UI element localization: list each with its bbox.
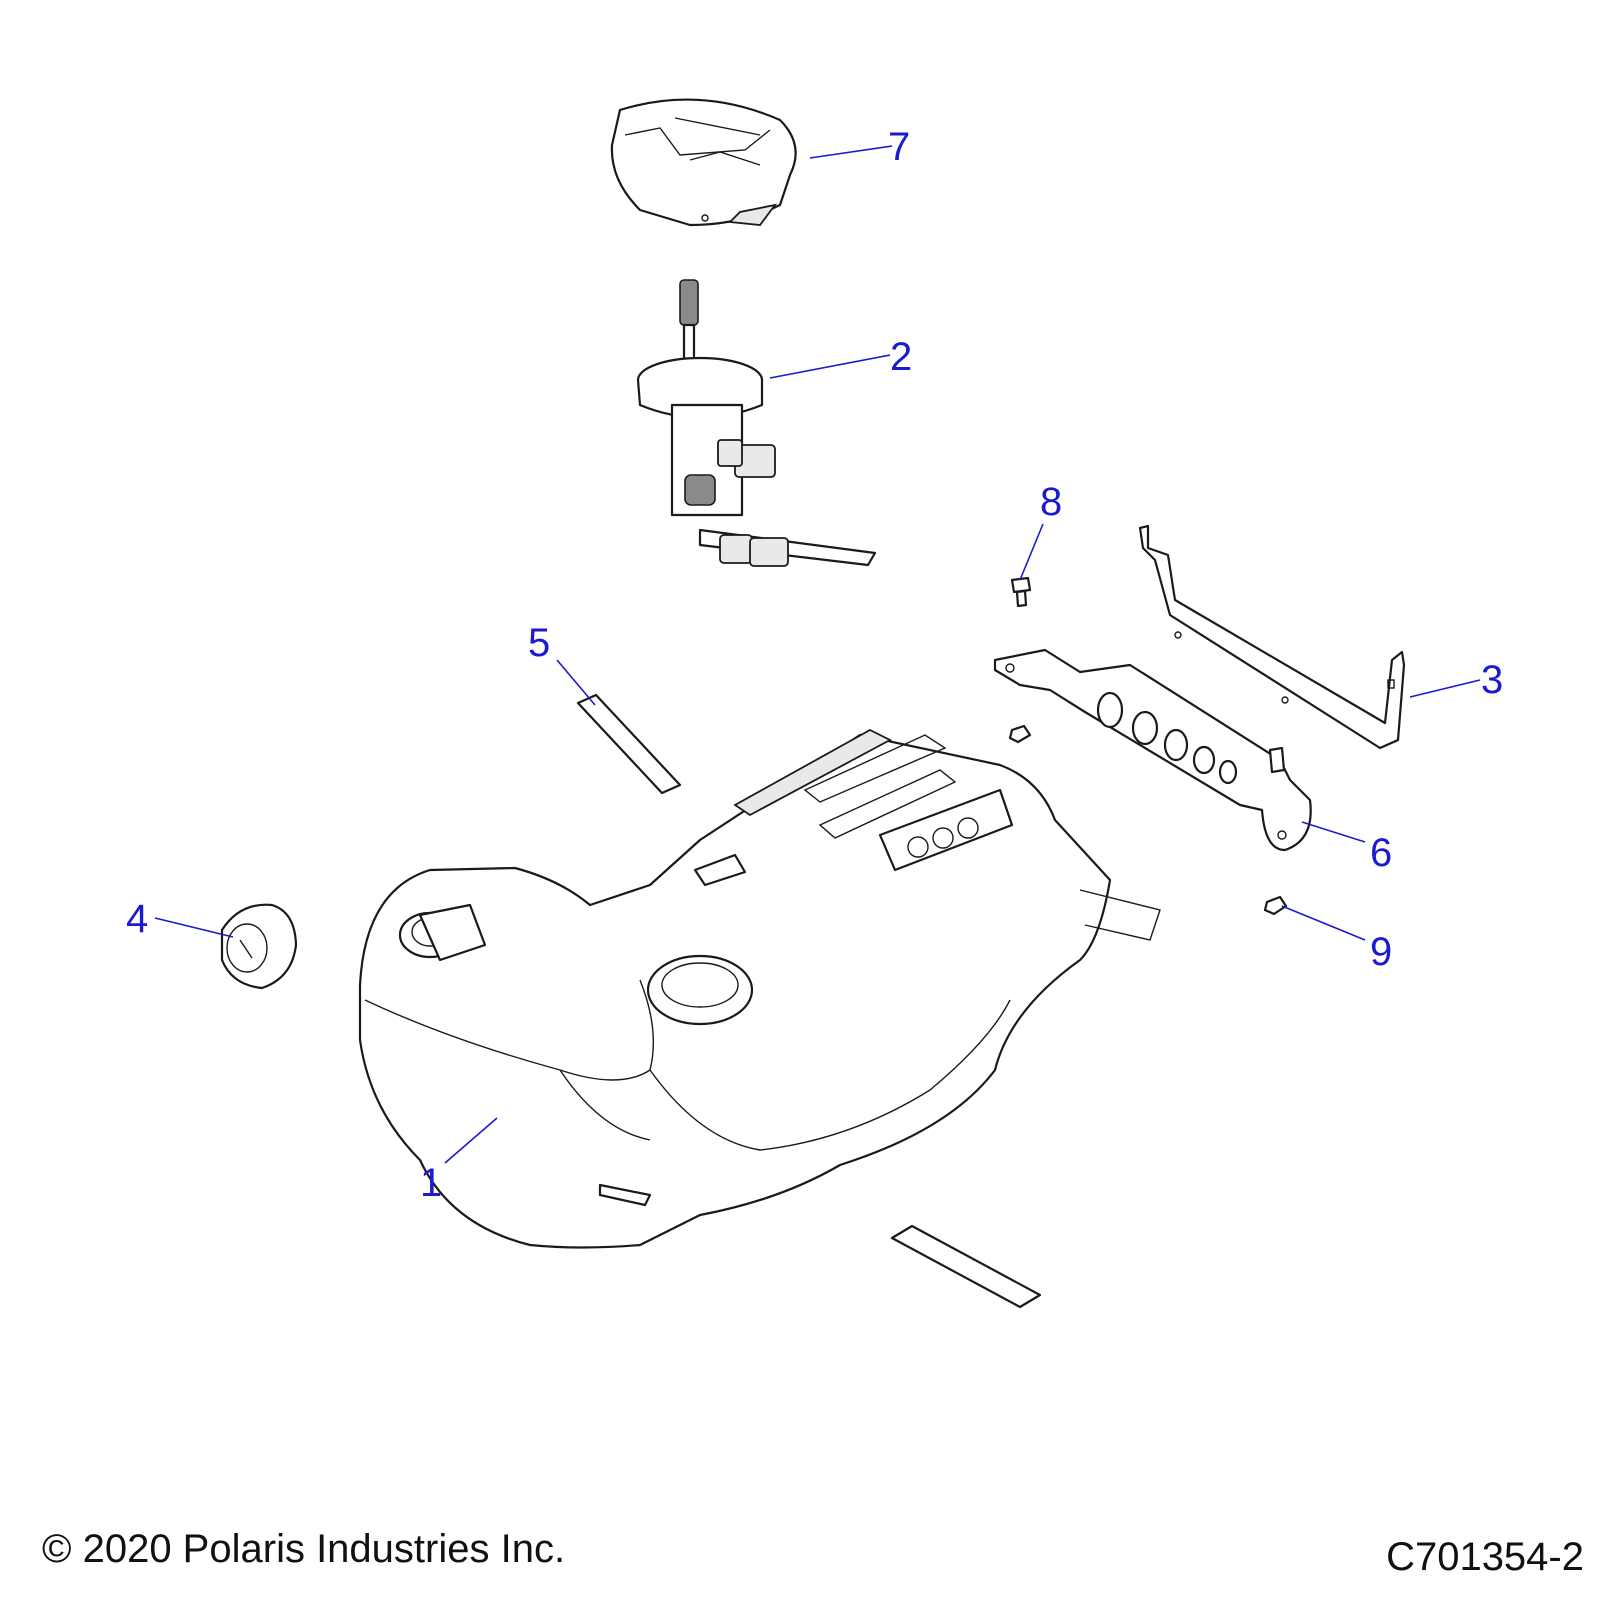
part-8-bolt [1010, 576, 1032, 608]
callout-7: 7 [888, 125, 910, 169]
leader-lines [154, 145, 1481, 1164]
part-4-fuel-cap [220, 903, 298, 990]
drawing-number: C701354-2 [1386, 1535, 1584, 1579]
callout-4: 4 [126, 897, 148, 941]
callout-8: 8 [1040, 480, 1062, 524]
part-1-fuel-tank [358, 728, 1161, 1249]
part-9-nut [1263, 895, 1288, 916]
callout-2: 2 [890, 335, 912, 379]
part-5-pad-upper [576, 693, 682, 795]
nut-left [1008, 724, 1032, 744]
part-3-strap [1138, 524, 1406, 750]
callout-9: 9 [1370, 930, 1392, 974]
callout-1: 1 [420, 1161, 442, 1205]
callout-3: 3 [1481, 658, 1503, 702]
callout-5: 5 [528, 621, 550, 665]
copyright-text: © 2020 Polaris Industries Inc. [42, 1527, 565, 1571]
callout-6: 6 [1370, 831, 1392, 875]
part-5-pad-lower [890, 1224, 1042, 1309]
part-2-fuel-pump [636, 279, 877, 567]
part-6-bracket [993, 648, 1312, 852]
part-7-pump-cover [610, 98, 797, 227]
